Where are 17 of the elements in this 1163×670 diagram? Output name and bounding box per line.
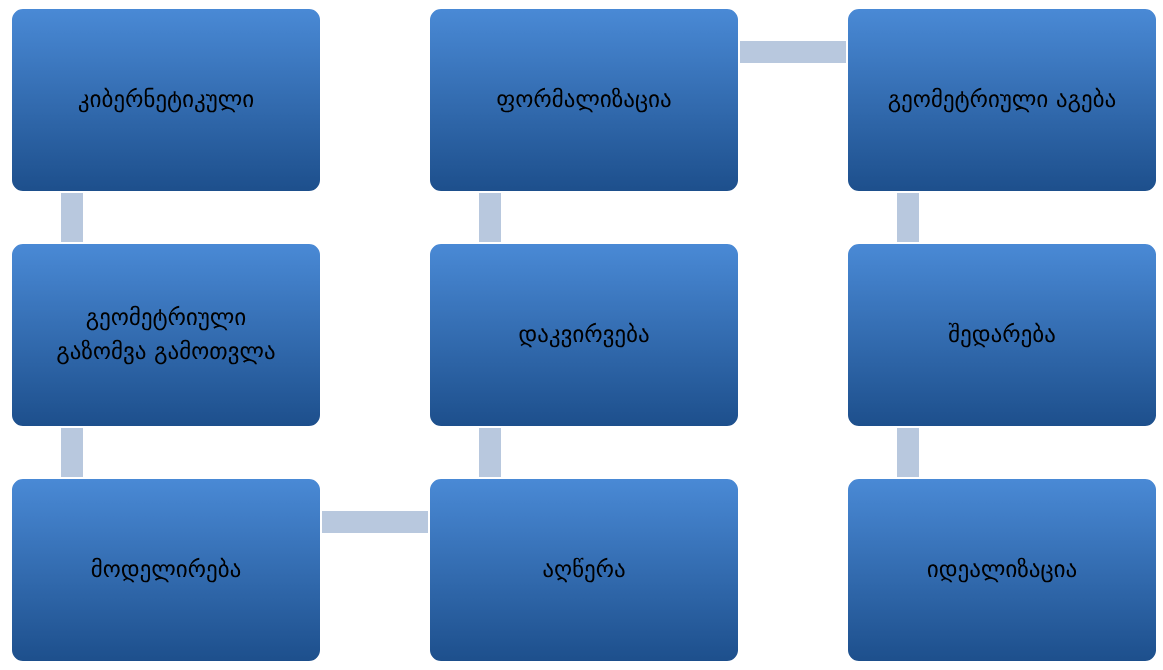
process-box: კიბერნეტიკული bbox=[10, 7, 322, 193]
process-box: გეომეტრიული აგება bbox=[846, 7, 1158, 193]
connector-bar bbox=[479, 193, 501, 242]
process-box: აღწერა bbox=[428, 477, 740, 663]
connector-bar bbox=[897, 428, 919, 477]
process-box: შედარება bbox=[846, 242, 1158, 428]
process-box: მოდელირება bbox=[10, 477, 322, 663]
connector-bar bbox=[61, 428, 83, 477]
process-box: დაკვირვება bbox=[428, 242, 740, 428]
connector-bar bbox=[897, 193, 919, 242]
connector-bar bbox=[322, 511, 428, 533]
connector-bar bbox=[61, 193, 83, 242]
process-box: იდეალიზაცია bbox=[846, 477, 1158, 663]
process-box: ფორმალიზაცია bbox=[428, 7, 740, 193]
connector-bar bbox=[479, 428, 501, 477]
connector-bar bbox=[740, 41, 846, 63]
process-box: გეომეტრიული გაზომვა გამოთვლა bbox=[10, 242, 322, 428]
